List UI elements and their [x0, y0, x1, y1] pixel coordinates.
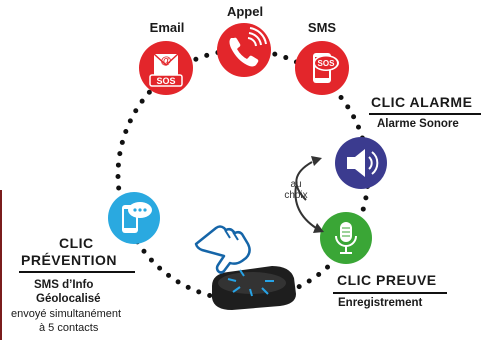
message-phone-icon — [108, 192, 160, 244]
appel-label: Appel — [226, 4, 264, 19]
phone-icon — [217, 23, 271, 77]
email-label: Email — [149, 20, 185, 35]
prevention-sub-line4: à 5 contacts — [39, 322, 99, 334]
prevention-title-line1: CLIC — [59, 235, 94, 251]
prevention-divider — [19, 271, 135, 273]
au-choix-line1: au — [290, 179, 302, 190]
alarme-subtitle: Alarme Sonore — [377, 118, 459, 130]
au-choix-label: au choix — [276, 179, 316, 201]
au-choix-line2: choix — [284, 190, 308, 201]
email-icon: @ SOS — [139, 41, 193, 95]
email-sos-badge: SOS — [156, 76, 175, 86]
prevention-sub-line2: Géolocalisé — [36, 293, 101, 305]
clic-device — [212, 266, 296, 310]
preuve-title: CLIC PREUVE — [337, 272, 437, 288]
microphone-icon — [320, 212, 372, 264]
speaker-icon — [335, 137, 387, 189]
email-at-symbol: @ — [161, 55, 172, 67]
left-edge-bar — [0, 190, 2, 340]
sms-label: SMS — [307, 20, 337, 35]
prevention-sub-line3: envoyé simultanément — [11, 308, 122, 320]
sms-sos-bubble: SOS — [318, 59, 336, 68]
alarme-title: CLIC ALARME — [371, 94, 473, 110]
preuve-divider — [333, 292, 447, 294]
prevention-sub-line1: SMS d’Info — [34, 279, 94, 291]
alarme-divider — [369, 113, 481, 115]
device-glow — [227, 269, 274, 297]
pointing-hand-icon — [194, 225, 251, 274]
choice-arrows — [294, 156, 324, 233]
prevention-title-line2: PRÉVENTION — [21, 252, 118, 268]
sms-icon: SOS — [295, 41, 349, 95]
preuve-subtitle: Enregistrement — [338, 297, 423, 309]
